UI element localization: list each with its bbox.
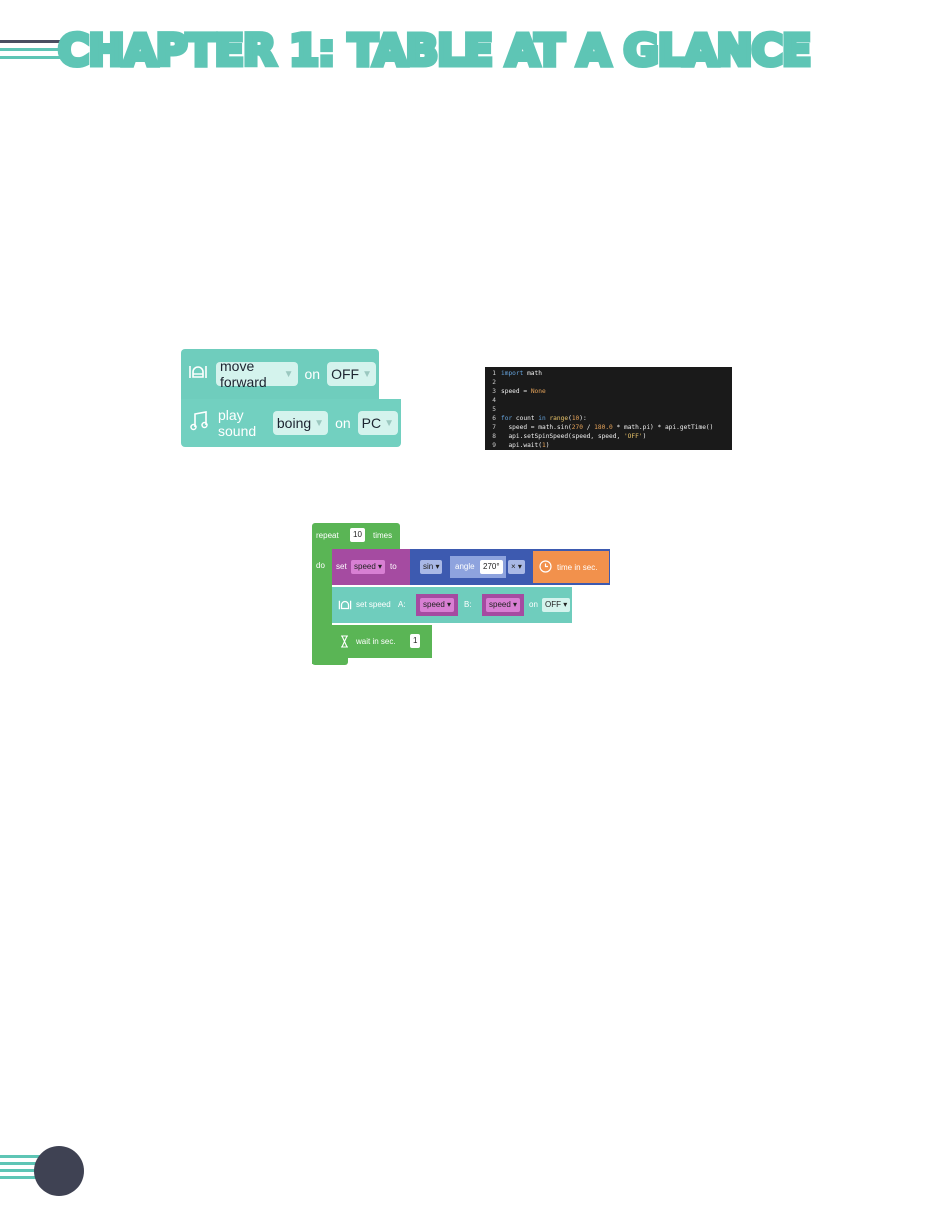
sound-dropdown[interactable]: boing▼ <box>272 411 329 435</box>
a-label: A: <box>398 600 406 609</box>
time-label: time in sec. <box>557 563 598 572</box>
clock-icon <box>539 560 552 578</box>
set-variable-block[interactable]: set speed ▾ to <box>332 549 410 585</box>
times-label: times <box>373 531 393 540</box>
music-note-icon <box>190 410 208 436</box>
repeat-spine: do <box>312 549 332 664</box>
code-line-5: 5 <box>492 406 496 413</box>
header-stripes <box>0 40 62 66</box>
wait-block[interactable]: wait in sec. 1 <box>332 625 432 658</box>
footer-stripes <box>0 1155 40 1185</box>
b-variable-dropdown[interactable]: speed ▾ <box>486 598 521 612</box>
repeat-count-input[interactable]: 10 <box>350 528 365 542</box>
code-line-9: 9 api.wait(1) <box>492 442 550 449</box>
page-number-circle <box>34 1146 84 1196</box>
hourglass-icon <box>340 635 349 653</box>
page-title: CHAPTER 1: TABLE AT A GLANCE <box>56 24 814 79</box>
code-line-2: 2 <box>492 379 496 386</box>
wait-label: wait in sec. <box>356 637 396 646</box>
to-label: to <box>390 562 397 571</box>
variable-dropdown[interactable]: speed ▾ <box>351 560 386 574</box>
code-line-8: 8 api.setSpinSpeed(speed, speed, 'OFF') <box>492 433 647 440</box>
move-forward-block[interactable]: move forward▼ on OFF▼ <box>181 349 379 399</box>
robot-icon-2 <box>338 598 352 616</box>
on-label-3: on <box>529 600 538 609</box>
b-label: B: <box>464 600 472 609</box>
off-dropdown[interactable]: OFF▼ <box>327 362 376 386</box>
operator-dropdown[interactable]: × ▾ <box>508 560 525 574</box>
do-label: do <box>316 561 325 570</box>
repeat-block[interactable]: repeat 10 times <box>312 523 400 549</box>
move-dropdown[interactable]: move forward▼ <box>216 358 298 390</box>
angle-input[interactable]: 270° <box>480 560 503 574</box>
repeat-label: repeat <box>316 531 339 540</box>
play-sound-label: play sound <box>218 407 257 439</box>
on-label: on <box>304 366 321 382</box>
angle-label: angle <box>455 562 475 571</box>
set-speed-block[interactable]: set speed A: speed ▾ B: speed ▾ on OFF ▾ <box>332 587 572 623</box>
robot-icon <box>188 364 208 385</box>
code-line-7: 7 speed = math.sin(270 / 180.0 * math.pi… <box>492 424 714 431</box>
device-dropdown[interactable]: PC▼ <box>357 411 398 435</box>
time-block[interactable]: time in sec. <box>533 551 609 583</box>
repeat-bottom <box>312 657 348 665</box>
off-dropdown-2[interactable]: OFF ▾ <box>542 598 571 612</box>
code-line-4: 4 <box>492 397 496 404</box>
set-label: set <box>336 562 347 571</box>
wait-input[interactable]: 1 <box>410 634 421 648</box>
set-speed-label: set speed <box>356 600 391 609</box>
a-variable-dropdown[interactable]: speed ▾ <box>420 598 455 612</box>
sin-dropdown[interactable]: sin ▾ <box>420 560 443 574</box>
on-label-2: on <box>335 415 351 431</box>
play-sound-block[interactable]: play sound boing▼ on PC▼ <box>181 399 401 447</box>
